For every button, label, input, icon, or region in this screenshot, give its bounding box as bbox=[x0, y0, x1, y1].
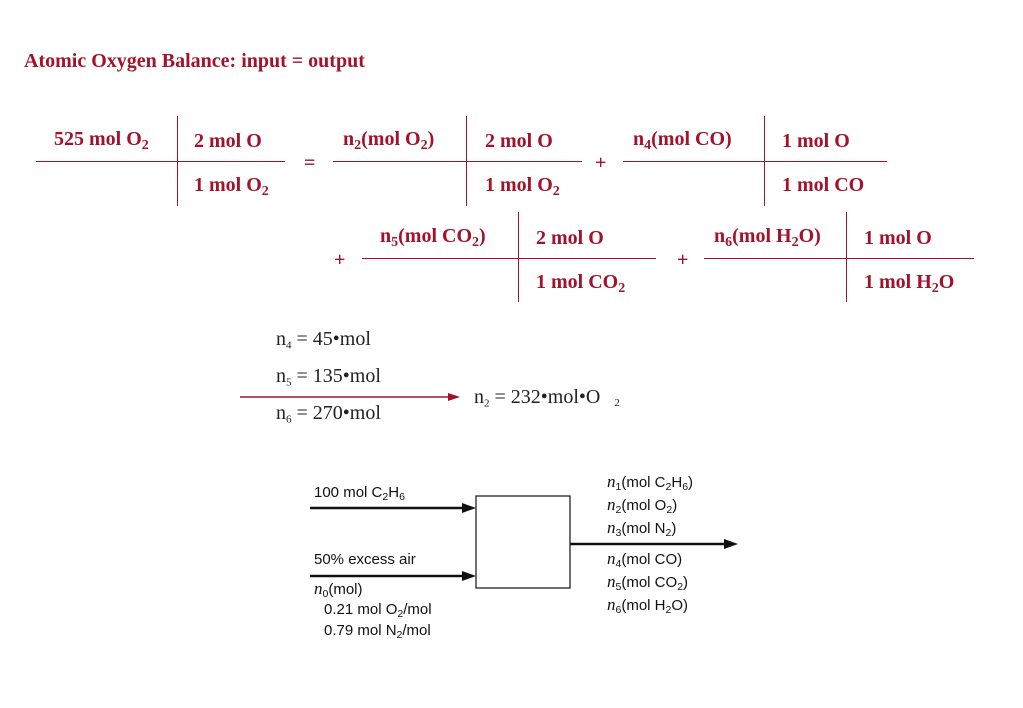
term1-numerator: 525 mol O2 bbox=[54, 128, 149, 154]
solve-arrow bbox=[240, 393, 460, 401]
output-n4: n4(mol CO) bbox=[607, 549, 683, 571]
air-n2-fraction: 0.79 mol N2/mol bbox=[324, 622, 431, 642]
solution-n6: n6 = 270•mol bbox=[276, 402, 381, 426]
term4-factor-numerator: 2 mol O bbox=[536, 227, 604, 249]
term5-factor-denominator: 1 mol H2O bbox=[864, 271, 955, 297]
page-title: Atomic Oxygen Balance: input = output bbox=[24, 50, 365, 72]
term4-factor-bar bbox=[518, 258, 656, 259]
feed2-flow-label: n0(mol) bbox=[314, 579, 363, 601]
plus-sign-1: + bbox=[595, 152, 607, 174]
term4-numerator: n5(mol CO2) bbox=[380, 225, 486, 251]
term2-factor-denominator: 1 mol O2 bbox=[485, 174, 560, 200]
term2-factor-bar bbox=[466, 161, 582, 162]
output-n1: n1(mol C2H6) bbox=[607, 472, 694, 494]
term3-numerator: n4(mol CO) bbox=[633, 128, 732, 154]
air-o2-fraction: 0.21 mol O2/mol bbox=[324, 601, 432, 621]
solution-n4: n4 = 45•mol bbox=[276, 328, 371, 352]
reactor-box bbox=[475, 495, 571, 589]
term5-divider bbox=[846, 212, 847, 302]
term3-factor-bar bbox=[764, 161, 887, 162]
term1-factor-numerator: 2 mol O bbox=[194, 130, 262, 152]
term5-numerator: n6(mol H2O) bbox=[714, 225, 821, 251]
term5-factor-bar bbox=[846, 258, 974, 259]
equals-sign: = bbox=[304, 152, 316, 174]
term2-numerator: n2(mol O2) bbox=[343, 128, 435, 154]
term4-fraction-bar bbox=[362, 258, 519, 259]
term1-factor-bar bbox=[177, 161, 285, 162]
output-n5: n5(mol CO2) bbox=[607, 572, 689, 594]
term2-fraction-bar bbox=[333, 161, 467, 162]
term1-fraction-bar bbox=[36, 161, 178, 162]
plus-sign-3: + bbox=[677, 249, 689, 271]
output-n2: n2(mol O2) bbox=[607, 495, 678, 517]
output-n3: n3(mol N2) bbox=[607, 518, 677, 540]
term2-factor-numerator: 2 mol O bbox=[485, 130, 553, 152]
term5-fraction-bar bbox=[704, 258, 847, 259]
term4-factor-denominator: 1 mol CO2 bbox=[536, 271, 626, 297]
term3-factor-denominator: 1 mol CO bbox=[782, 174, 865, 196]
term5-factor-numerator: 1 mol O bbox=[864, 227, 932, 249]
solution-n5: n5 = 135•mol bbox=[276, 365, 381, 389]
output-n6: n6(mol H2O) bbox=[607, 595, 689, 617]
term3-factor-numerator: 1 mol O bbox=[782, 130, 850, 152]
term3-fraction-bar bbox=[623, 161, 765, 162]
feed2-label: 50% excess air bbox=[314, 551, 416, 568]
term1-factor-denominator: 1 mol O2 bbox=[194, 174, 269, 200]
feed1-label: 100 mol C2H6 bbox=[314, 484, 405, 504]
plus-sign-2: + bbox=[334, 249, 346, 271]
diagram-lines bbox=[310, 495, 738, 589]
term4-divider bbox=[518, 212, 519, 302]
